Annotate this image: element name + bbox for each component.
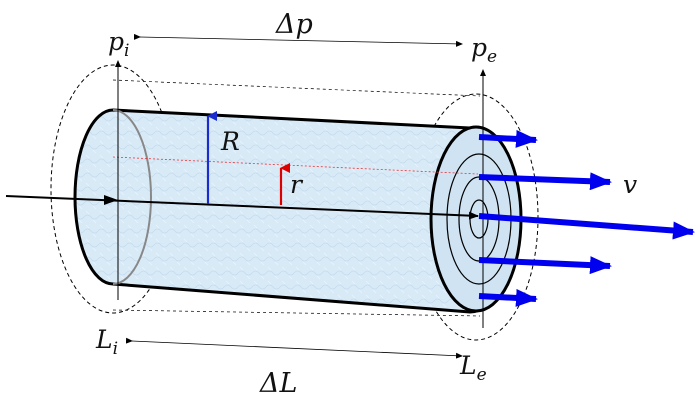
velocity-arrow-3 [478, 213, 695, 240]
L-i-label: Li [95, 325, 118, 359]
outlet-dashed-ellipse [413, 93, 539, 341]
delta-p-label: Δp [275, 9, 313, 40]
bottom-dashed-guide [112, 309, 481, 317]
L-e-label: Le [459, 351, 487, 385]
p-e-label: pe [471, 33, 497, 67]
velocity-arrow-4 [478, 256, 612, 275]
R-label: R [220, 127, 240, 156]
delta-L-label: ΔL [259, 368, 297, 399]
delta-p-arrow [133, 33, 463, 47]
v-label: v [623, 170, 637, 199]
centerline-mid-arrowhead [104, 195, 118, 205]
delta-L-arrow [125, 337, 463, 359]
velocity-arrow-5 [478, 288, 538, 307]
inlet-inner-arc [112, 109, 152, 285]
r-label: r [290, 170, 304, 199]
r-level-dashed-line [112, 156, 479, 175]
velocity-arrow-1 [478, 129, 538, 148]
p-i-label: pi [108, 27, 129, 61]
velocity-arrow-2 [478, 172, 612, 191]
centerline-arrow [5, 195, 479, 220]
top-dashed-guide [112, 79, 481, 97]
